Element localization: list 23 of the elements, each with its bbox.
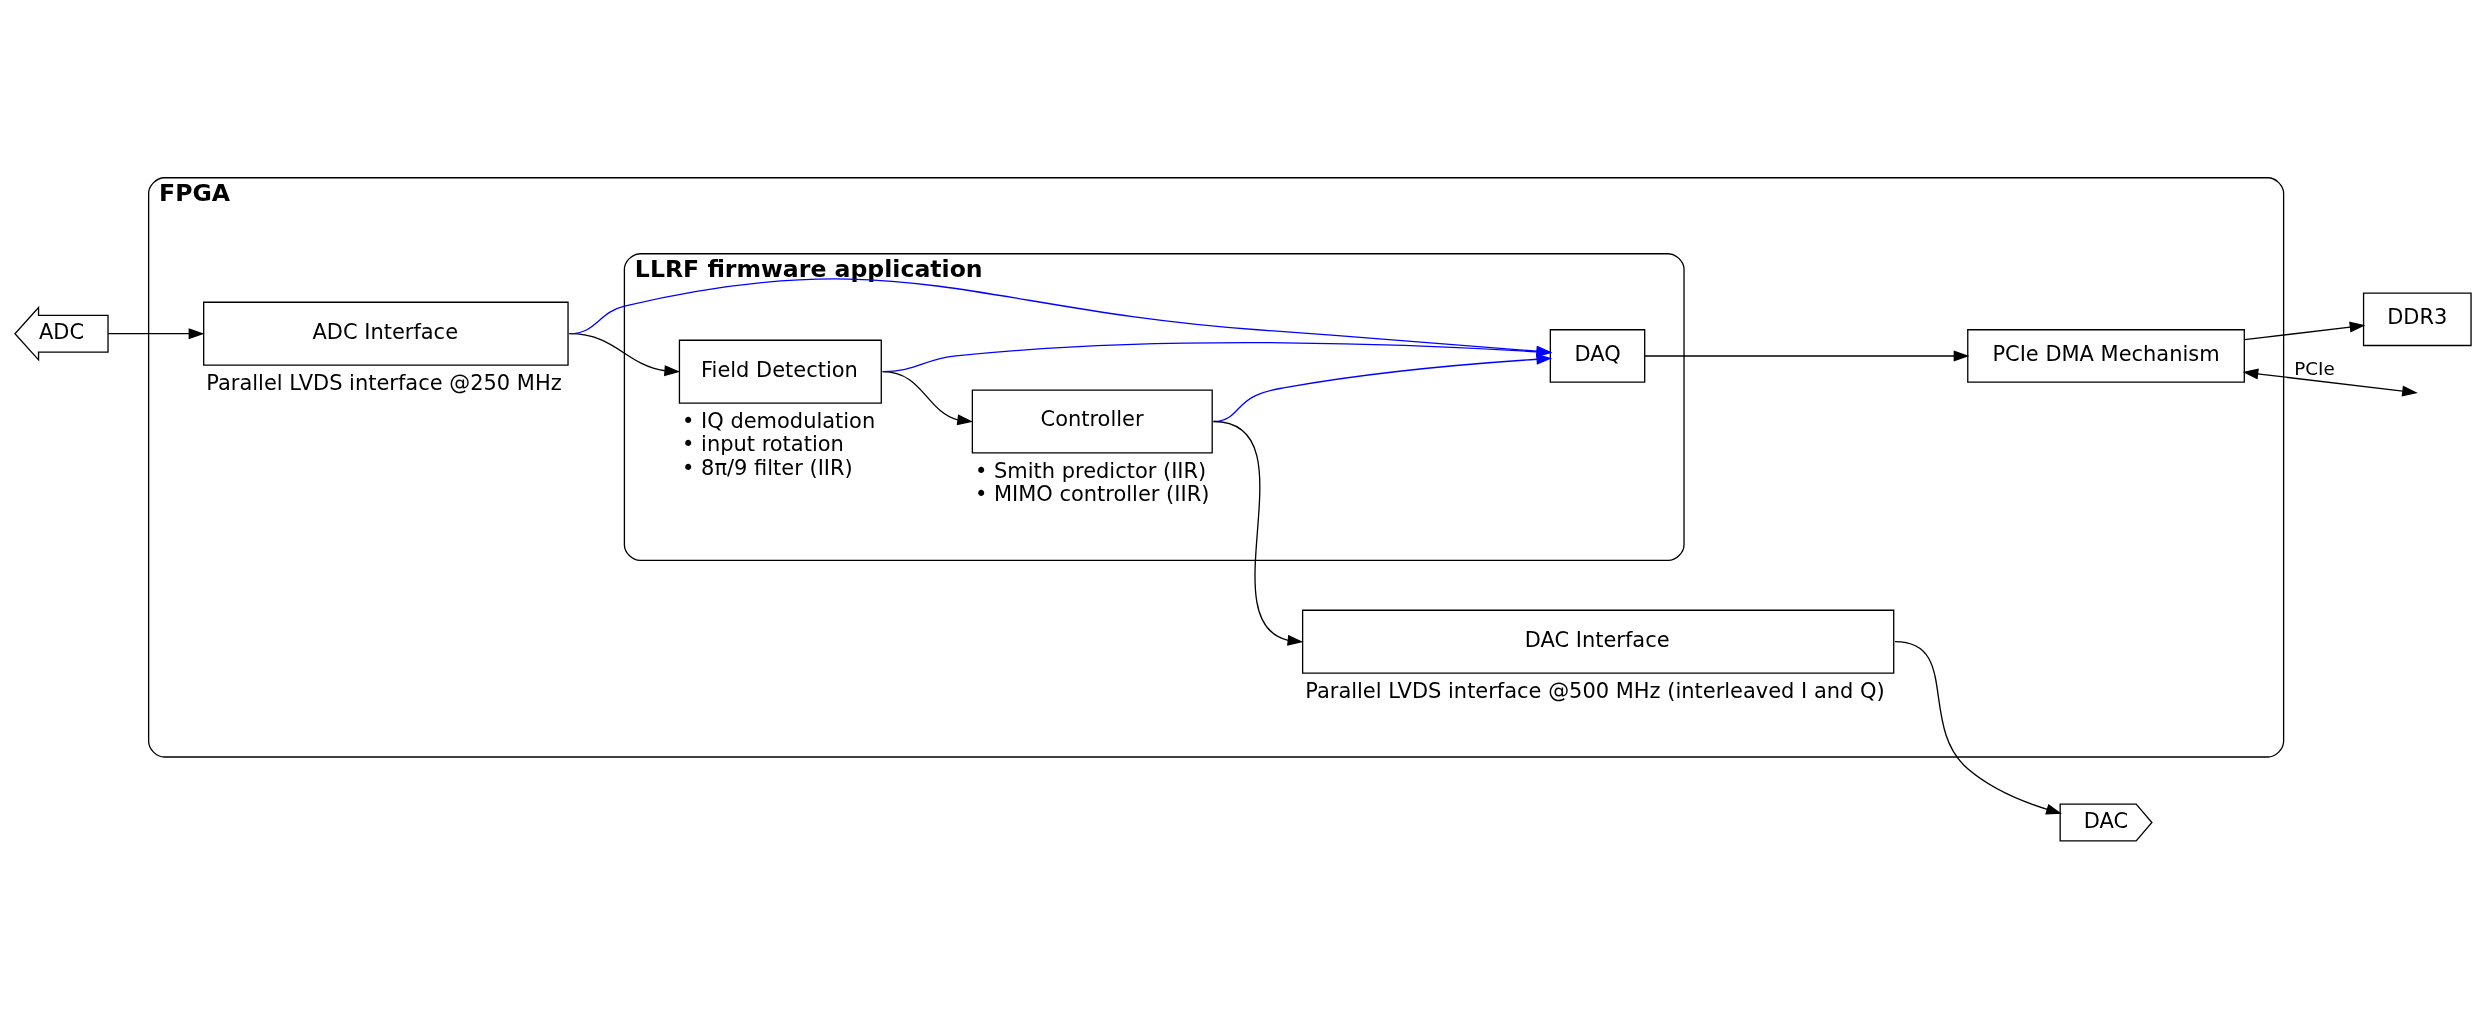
node-label: • Smith predictor (IIR): [974, 458, 1207, 483]
node-label: Parallel LVDS interface @500 MHz (interleaved I and Q): [1305, 678, 1885, 703]
node-box: DAQ: [1549, 328, 1646, 383]
arrow: [2242, 367, 2418, 396]
node-label: Parallel LVDS interface @250 MHz: [206, 370, 562, 395]
arrow: [881, 341, 1553, 372]
node-label: • IQ demodulation: [682, 408, 876, 433]
arrow: [1894, 640, 2062, 815]
node-box: DDR3: [2362, 291, 2472, 346]
node-box: Field Detection: [678, 339, 882, 404]
arrow: [107, 327, 205, 339]
node-label: • input rotation: [682, 431, 844, 456]
edge-label: PCIe: [2294, 357, 2335, 379]
node-box: ADC Interface: [203, 301, 569, 366]
node-box: DAC Interface: [1301, 609, 1895, 674]
arrow: [1644, 349, 1970, 361]
arrow: [568, 277, 1553, 357]
arrow: [1212, 420, 1304, 646]
node-label: • 8π/9 filter (IIR): [682, 455, 853, 480]
node-box: Controller: [971, 388, 1213, 454]
node-label: • MIMO controller (IIR): [974, 481, 1210, 506]
node-box: PCIe DMA Mechanism: [1967, 328, 2245, 383]
arrow: [2243, 321, 2366, 340]
